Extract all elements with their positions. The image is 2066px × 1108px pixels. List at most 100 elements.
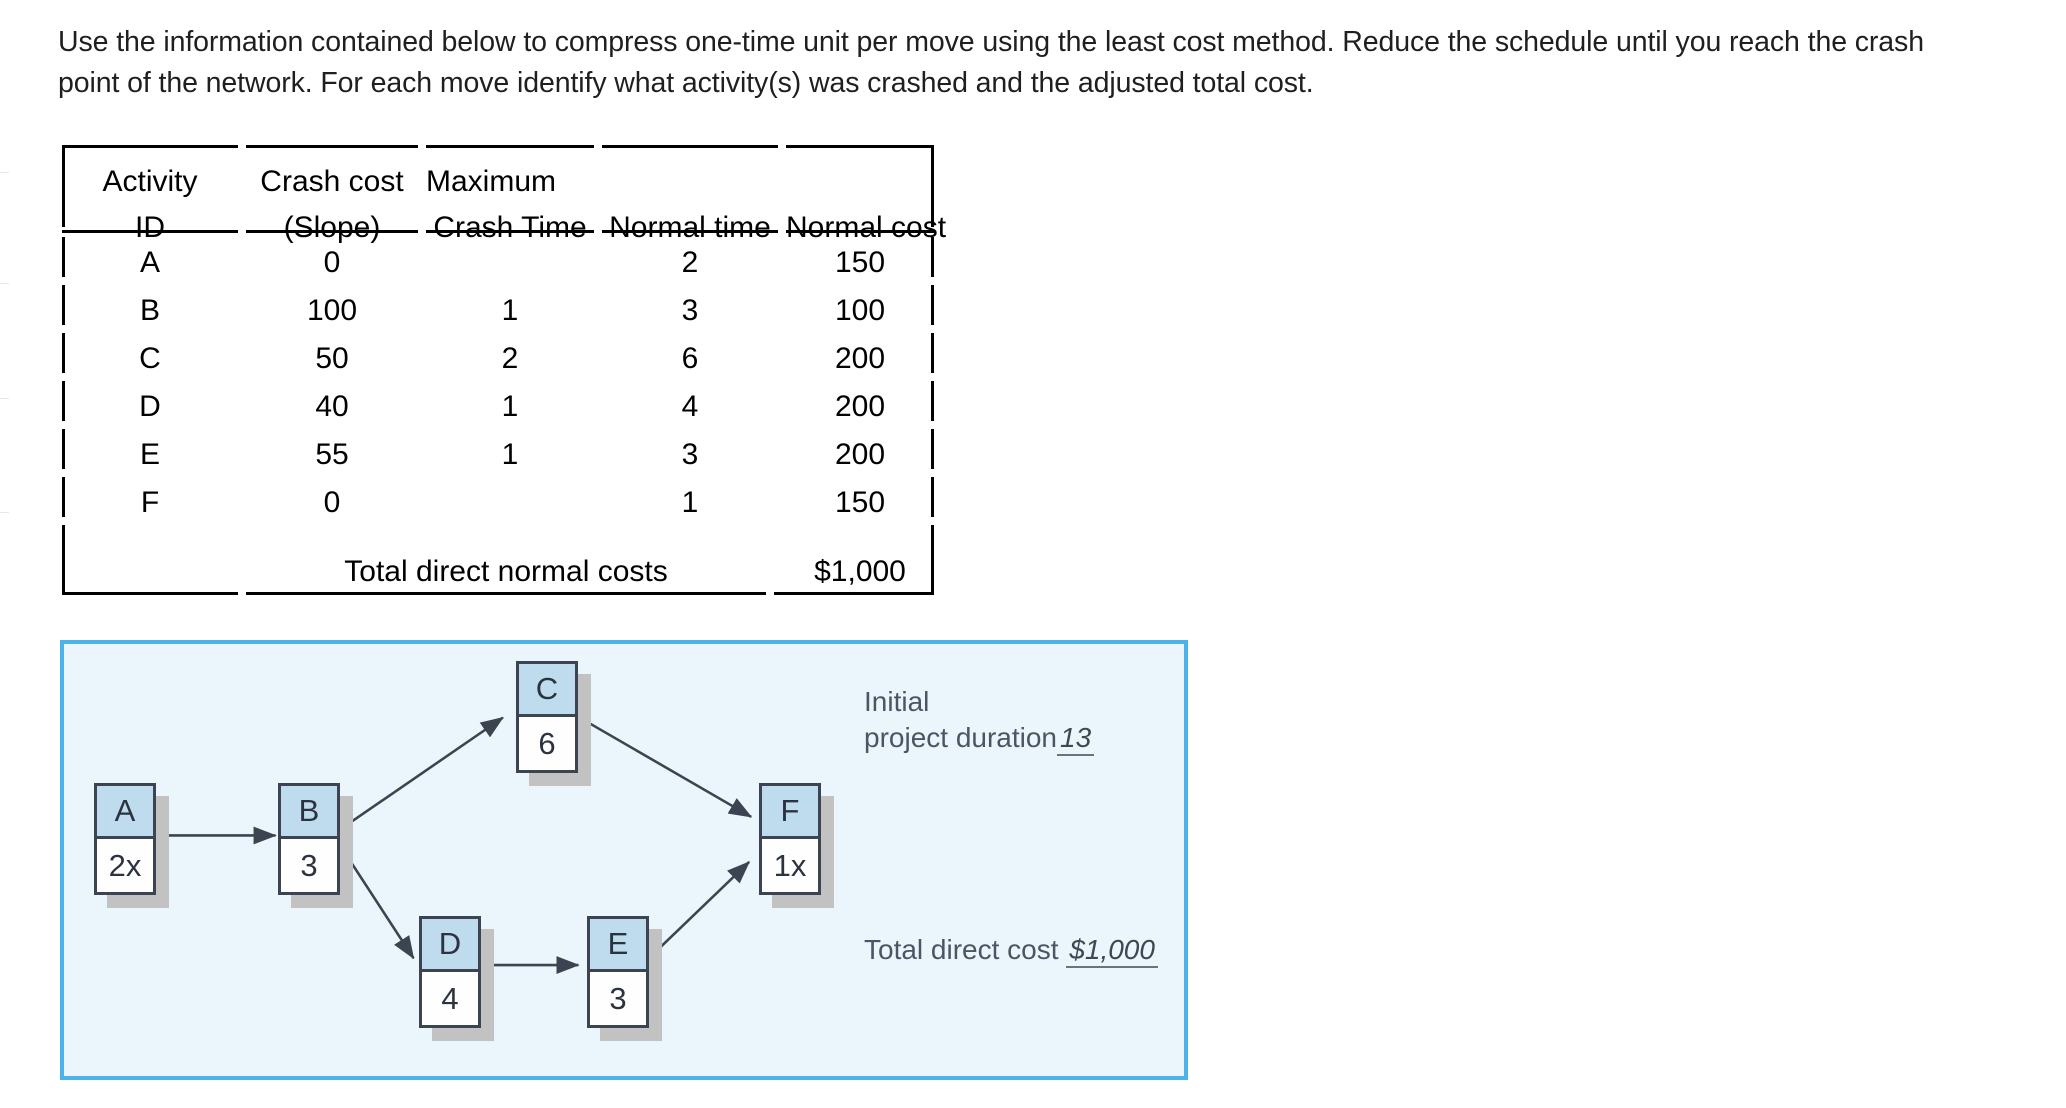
node-box: C 6 xyxy=(516,661,578,773)
cell-normal-cost: 100 xyxy=(834,294,886,327)
table-right-rule xyxy=(931,381,934,421)
header-crash-time: Crash Time xyxy=(433,211,587,244)
cell-activity-id: F xyxy=(140,486,160,519)
network-node-f[interactable]: F 1x xyxy=(759,783,834,908)
cell-normal-time: 4 xyxy=(681,390,699,423)
node-box: D 4 xyxy=(419,916,481,1028)
node-duration-label: 2x xyxy=(97,839,153,892)
table-left-rule xyxy=(62,429,65,469)
node-duration-label: 3 xyxy=(590,972,646,1025)
cell-crash-cost: 0 xyxy=(323,486,341,519)
table-bottom-rule-seg1 xyxy=(62,592,238,595)
cell-max-crash-time: 2 xyxy=(501,342,519,375)
initial-duration-line1: Initial xyxy=(864,686,930,717)
table-top-rule-seg2 xyxy=(246,145,418,148)
table-right-rule xyxy=(931,145,934,227)
cell-crash-cost: 100 xyxy=(306,294,358,327)
edge-artifact xyxy=(0,398,9,399)
table-right-rule xyxy=(931,333,934,373)
edge-artifact xyxy=(0,172,9,173)
header-normal-time: Normal time xyxy=(609,211,771,244)
cell-activity-id: C xyxy=(139,342,161,375)
cell-normal-time: 2 xyxy=(681,246,699,279)
cell-activity-id: B xyxy=(139,294,160,327)
header-slope: (Slope) xyxy=(283,211,381,244)
node-box: F 1x xyxy=(759,783,821,895)
cell-crash-cost: 55 xyxy=(315,438,349,471)
cell-activity-id: D xyxy=(139,390,161,423)
cell-activity-id: A xyxy=(139,246,160,279)
network-diagram-panel: A 2x B 3 C 6 D 4 E 3 xyxy=(60,640,1188,1080)
node-duration-label: 6 xyxy=(519,717,575,770)
table-top-rule-seg4 xyxy=(602,145,778,148)
total-direct-cost-value: $1,000 xyxy=(1066,934,1158,968)
table-left-rule xyxy=(62,333,65,373)
table-top-rule-seg1 xyxy=(62,145,238,148)
total-value: $1,000 xyxy=(814,555,906,588)
header-rule-seg4 xyxy=(602,230,778,233)
cell-crash-cost: 40 xyxy=(315,390,349,423)
header-activity: Activity xyxy=(102,165,198,198)
cell-normal-cost: 200 xyxy=(834,390,886,423)
table-left-rule xyxy=(62,237,65,277)
node-id-label: B xyxy=(281,786,337,839)
network-node-e[interactable]: E 3 xyxy=(587,916,662,1041)
cell-normal-time: 3 xyxy=(681,438,699,471)
node-id-label: C xyxy=(519,664,575,717)
table-right-rule xyxy=(931,477,934,517)
table-right-rule xyxy=(931,237,934,277)
table-top-rule-seg5 xyxy=(786,145,934,148)
header-maximum: Maximum xyxy=(426,165,557,198)
table-right-rule xyxy=(931,429,934,469)
table-left-rule xyxy=(62,525,65,595)
node-duration-label: 4 xyxy=(422,972,478,1025)
cell-normal-cost: 200 xyxy=(834,438,886,471)
cell-normal-cost: 150 xyxy=(834,486,886,519)
table-left-rule xyxy=(62,381,65,421)
cell-normal-time: 3 xyxy=(681,294,699,327)
edge-artifact xyxy=(0,512,9,513)
header-normal-cost: Normal cost xyxy=(786,211,947,244)
node-duration-label: 1x xyxy=(762,839,818,892)
total-direct-cost-note: Total direct cost $1,000 xyxy=(864,932,1158,968)
header-rule-seg5 xyxy=(786,230,934,233)
total-direct-cost-label: Total direct cost xyxy=(864,934,1059,965)
network-node-c[interactable]: C 6 xyxy=(516,661,591,786)
header-crash-cost: Crash cost xyxy=(260,165,404,198)
table-right-rule xyxy=(931,525,934,595)
table-bottom-rule-seg2 xyxy=(246,592,766,595)
cell-activity-id: E xyxy=(139,438,160,471)
node-box: B 3 xyxy=(278,783,340,895)
node-id-label: A xyxy=(97,786,153,839)
table-left-rule xyxy=(62,145,65,227)
cell-crash-cost: 50 xyxy=(315,342,349,375)
cell-normal-cost: 200 xyxy=(834,342,886,375)
table-bottom-rule-seg3 xyxy=(774,592,934,595)
table-left-rule xyxy=(62,285,65,325)
header-rule-seg1 xyxy=(62,230,238,233)
cell-normal-time: 6 xyxy=(681,342,699,375)
cell-crash-cost: 0 xyxy=(323,246,341,279)
node-box: A 2x xyxy=(94,783,156,895)
node-id-label: F xyxy=(762,786,818,839)
initial-duration-value: 13 xyxy=(1057,722,1095,756)
crash-cost-table: Activity Crash cost Maximum ID (Slope) C… xyxy=(62,145,947,595)
network-node-a[interactable]: A 2x xyxy=(94,783,169,908)
table-top-rule-seg3 xyxy=(426,145,594,148)
total-label: Total direct normal costs xyxy=(344,555,668,588)
node-duration-label: 3 xyxy=(281,839,337,892)
header-rule-seg3 xyxy=(426,230,594,233)
network-node-d[interactable]: D 4 xyxy=(419,916,494,1041)
header-id: ID xyxy=(135,211,165,244)
initial-duration-line2: project duration xyxy=(864,722,1058,753)
network-node-b[interactable]: B 3 xyxy=(278,783,353,908)
node-id-label: D xyxy=(422,919,478,972)
cell-max-crash-time: 1 xyxy=(501,438,519,471)
cell-max-crash-time: 1 xyxy=(501,294,519,327)
cell-normal-time: 1 xyxy=(681,486,699,519)
edge-artifact xyxy=(0,283,9,284)
table-left-rule xyxy=(62,477,65,517)
node-box: E 3 xyxy=(587,916,649,1028)
